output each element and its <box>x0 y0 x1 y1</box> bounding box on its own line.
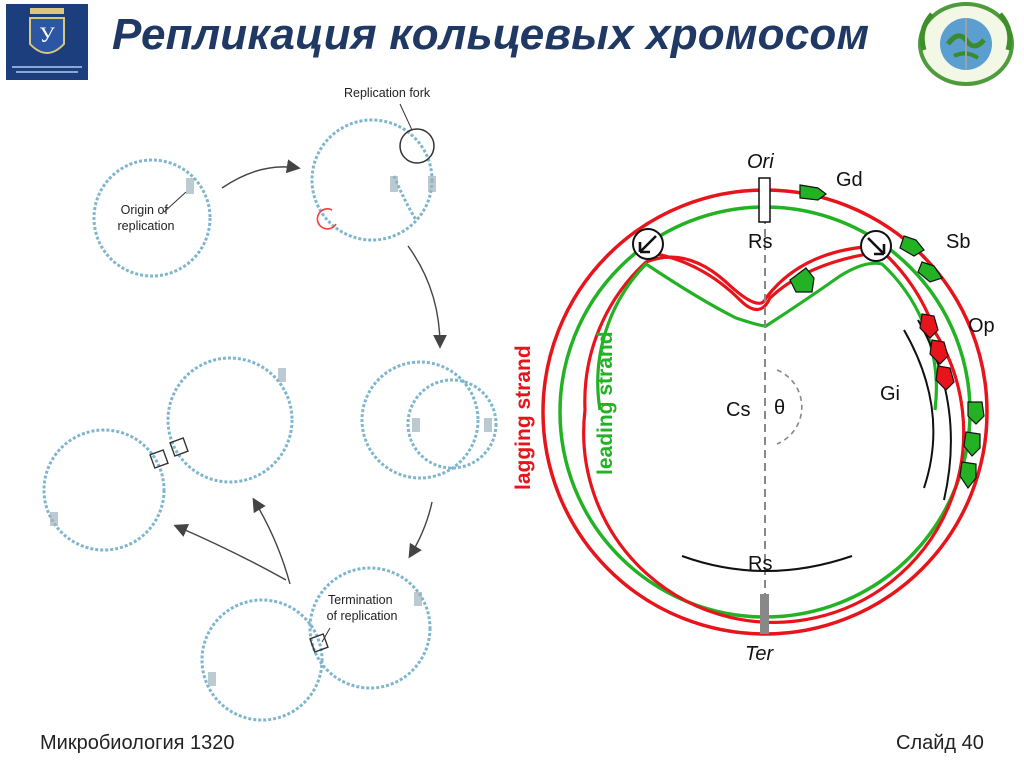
termination-line-2: of replication <box>327 609 398 623</box>
faculty-logo <box>914 0 1018 88</box>
replisome-right-icon <box>860 230 892 262</box>
label-ori: Ori <box>747 151 774 173</box>
svg-text:У: У <box>39 22 55 47</box>
label-theta: θ <box>774 397 785 419</box>
right-chromosome-panel: Ori Ter Rs Rs Cs θ Gd Sb Op Gi lagging s… <box>512 151 995 665</box>
gi-arc-inner <box>903 329 935 489</box>
lagging-strand-fork <box>645 250 881 312</box>
label-termination-of-replication: Termination of replication <box>327 593 398 623</box>
left-replication-panel <box>42 118 498 722</box>
label-lagging-strand: lagging strand <box>512 345 535 490</box>
label-sb: Sb <box>946 231 970 253</box>
plasmid-circle-termination-b <box>308 566 432 690</box>
green-gene-arrows <box>789 184 985 490</box>
plasmid-circle-separated-b <box>166 356 294 484</box>
ori-box <box>758 177 771 223</box>
label-cs: Cs <box>726 399 750 421</box>
termination-boxes <box>149 437 329 653</box>
label-leading-strand: leading strand <box>594 331 617 475</box>
label-ter: Ter <box>745 643 775 665</box>
rotation-marker-icon <box>316 208 337 230</box>
red-gene-arrows <box>919 313 955 391</box>
footer-course: Микробиология 1320 <box>40 732 235 754</box>
lagging-strand-inner <box>582 244 966 624</box>
plasmid-circle-midway-a <box>360 360 480 480</box>
origin-line-2: replication <box>118 219 175 233</box>
label-replication-fork: Replication fork <box>344 86 431 100</box>
label-rs-top: Rs <box>748 231 772 253</box>
plasmid-circle-origin <box>92 158 212 278</box>
university-logo: У <box>6 4 88 80</box>
slide-title: Репликация кольцевых хромосом <box>112 10 870 59</box>
replisome-left-icon <box>632 228 664 260</box>
plasmid-circle-fork <box>310 118 434 242</box>
label-origin-of-replication: Origin of replication <box>118 203 175 233</box>
stage-arrows <box>173 159 447 585</box>
plasmid-circle-midway-b <box>406 378 498 470</box>
ter-bar <box>760 594 769 634</box>
termination-line-1: Termination <box>328 593 393 607</box>
label-gd: Gd <box>836 169 863 191</box>
theta-arc <box>776 369 803 445</box>
replication-fork-marker <box>399 128 435 164</box>
origin-markers <box>50 176 492 686</box>
gi-arc-outer <box>917 319 952 501</box>
label-rs-bottom: Rs <box>748 553 772 575</box>
rs-bottom-arc <box>681 555 853 572</box>
label-op: Op <box>968 315 995 337</box>
origin-line-1: Origin of <box>121 203 169 217</box>
plasmid-circle-separated-a <box>42 428 166 552</box>
label-gi: Gi <box>880 383 900 405</box>
footer-slide-number: Слайд 40 <box>896 732 984 754</box>
plasmid-circle-termination-a <box>200 598 324 722</box>
